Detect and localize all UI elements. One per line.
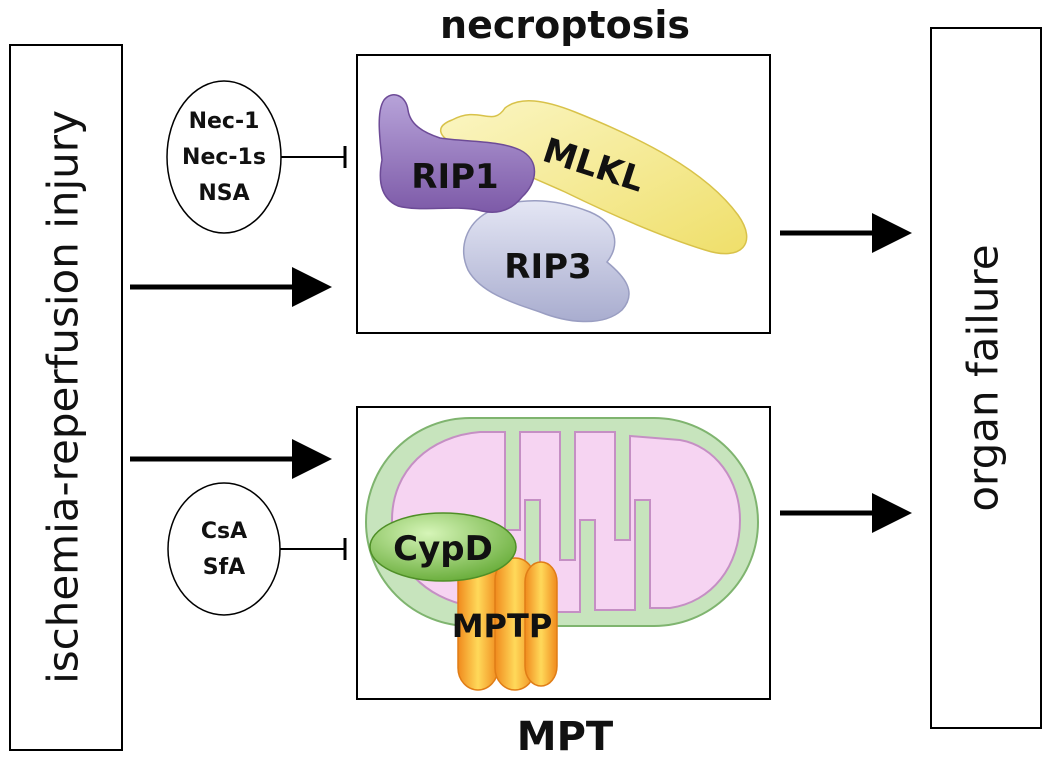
mpt-inhibitor-ellipse: CsA SfA [167,482,281,616]
mpt-panel: MPTP CypD [356,406,771,700]
inhibitor-nec-1s: Nec-1s [182,145,266,170]
organ-failure-label: organ failure [959,244,1008,511]
cypd-label: CypD [393,529,493,569]
mpt-inhibition-line [280,538,347,560]
inhibitor-sfa: SfA [203,555,245,580]
mpt-title: MPT [517,714,614,760]
ischemia-reperfusion-label: ischemia-reperfusion injury [39,110,88,684]
inhibitor-nsa: NSA [198,181,249,206]
cypd-protein-shape [369,512,517,582]
inhibitor-csa: CsA [201,519,247,544]
rip3-protein-shape [463,200,630,323]
mptp-label: MPTP [452,607,553,645]
necroptosis-panel: MLKL RIP3 RIP1 [356,54,771,334]
rip1-protein-shape [378,94,536,213]
organ-failure-box: organ failure [930,27,1042,729]
ischemia-reperfusion-box: ischemia-reperfusion injury [9,44,123,751]
rip1-label: RIP1 [411,157,498,197]
necroptosis-inhibitor-ellipse: Nec-1 Nec-1s NSA [166,80,282,234]
necroptosis-inhibition-line [281,146,347,168]
inhibitor-nec-1: Nec-1 [189,109,260,134]
mptp-channel [457,557,558,691]
necroptosis-title: necroptosis [440,3,690,47]
rip3-label: RIP3 [504,247,591,287]
